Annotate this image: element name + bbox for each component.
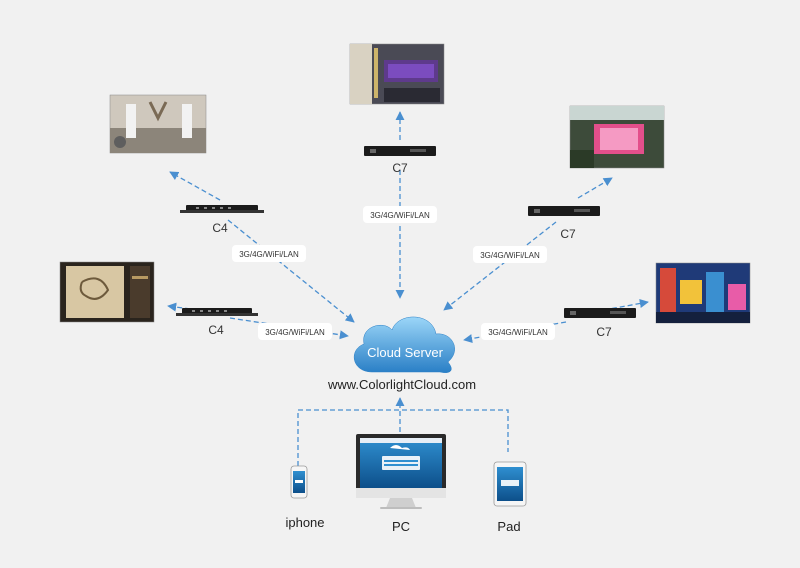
cloud-icon <box>353 316 455 373</box>
device-pad: Pad <box>493 461 527 534</box>
cloud-url: www.ColorlightCloud.com <box>327 377 476 392</box>
arrow-cloud-to-c7-right-top <box>443 221 557 311</box>
device-label-iphone: iphone <box>285 515 324 530</box>
cloud-server: Cloud Server www.ColorlightCloud.com <box>327 316 476 392</box>
link-label-c4-left: 3G/4G/WiFi/LAN <box>258 323 332 340</box>
controller-label-c4-left: C4 <box>208 323 224 337</box>
display-photo-lobby <box>109 94 207 154</box>
svg-text:3G/4G/WiFi/LAN: 3G/4G/WiFi/LAN <box>480 251 540 260</box>
link-label-c7-right-top: 3G/4G/WiFi/LAN <box>473 246 547 263</box>
controller-label-c7-top: C7 <box>392 161 408 175</box>
controller-label-c7-right: C7 <box>596 325 612 339</box>
controller-c4-top: C4 <box>180 205 264 235</box>
arrow-cloud-to-c4-top <box>227 219 355 323</box>
link-label-c7-right: 3G/4G/WiFi/LAN <box>481 323 555 340</box>
svg-text:3G/4G/WiFi/LAN: 3G/4G/WiFi/LAN <box>370 211 430 220</box>
arrow-c4-left-to-display <box>167 302 199 312</box>
display-photo-storefront <box>59 261 155 323</box>
controller-c7-right: C7 <box>564 308 636 339</box>
link-label-c7-top: 3G/4G/WiFi/LAN <box>363 206 437 223</box>
controller-c4-left: C4 <box>176 308 258 337</box>
controller-c7-top: C7 <box>364 146 436 175</box>
controller-label-c7-right-top: C7 <box>560 227 576 241</box>
cloud-server-label: Cloud Server <box>367 345 444 360</box>
controller-c7-right-top: C7 <box>528 206 600 241</box>
controller-label-c4-top: C4 <box>212 221 228 235</box>
arrow-c7-right-top-to-display <box>577 177 613 199</box>
arrow-c4-top-to-display <box>169 171 221 201</box>
svg-text:3G/4G/WiFi/LAN: 3G/4G/WiFi/LAN <box>239 250 299 259</box>
device-iphone: iphone <box>285 465 325 530</box>
device-bus-line <box>297 409 509 466</box>
link-label-c4-top: 3G/4G/WiFi/LAN <box>232 245 306 262</box>
display-photo-times-square <box>655 262 751 324</box>
display-photo-mall <box>349 43 445 105</box>
display-photo-outdoor-billboard <box>569 105 665 169</box>
device-label-pad: Pad <box>497 519 520 534</box>
device-label-pc: PC <box>392 519 410 534</box>
link-labels: 3G/4G/WiFi/LAN 3G/4G/WiFi/LAN 3G/4G/WiFi… <box>232 206 555 340</box>
device-pc: PC <box>356 434 446 534</box>
svg-text:3G/4G/WiFi/LAN: 3G/4G/WiFi/LAN <box>488 328 548 337</box>
svg-text:3G/4G/WiFi/LAN: 3G/4G/WiFi/LAN <box>265 328 325 337</box>
